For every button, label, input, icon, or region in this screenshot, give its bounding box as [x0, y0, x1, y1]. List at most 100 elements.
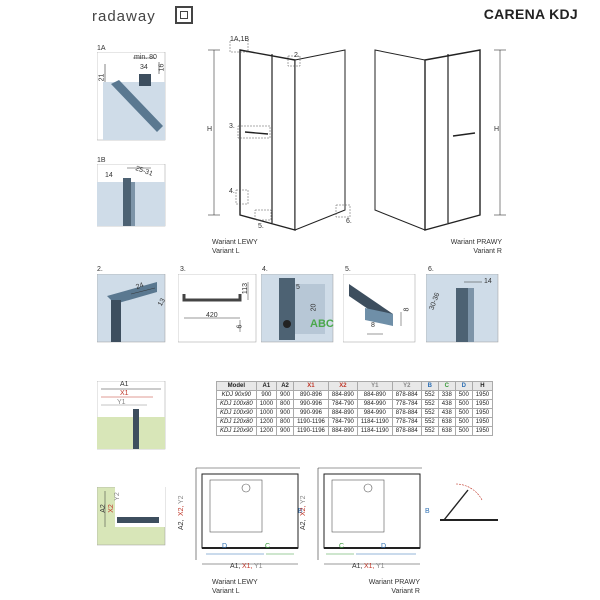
cell-model: KDJ 100x90: [216, 408, 257, 418]
plan-left-x1: X1,: [242, 563, 253, 570]
cell-d: 500: [454, 399, 473, 409]
table-row: KDJ 100x90 1000 900 990-996 884-890 984-…: [216, 408, 494, 418]
cell-c: 438: [437, 408, 456, 418]
cell-h: 1950: [471, 426, 494, 436]
cell-x1: 890-896: [293, 390, 329, 400]
cell-y1: 1184-1190: [356, 426, 393, 436]
small-dims-a2: A2: [99, 504, 107, 513]
plan-right-drawing: [317, 467, 422, 565]
cell-c: 638: [437, 426, 456, 436]
cell-model: KDJ 90x90: [216, 390, 257, 400]
cell-y2: 778-784: [391, 399, 422, 409]
plan-right-c: C: [339, 543, 345, 550]
cell-a1: 1200: [255, 426, 278, 436]
cell-model: KDJ 120x90: [216, 426, 257, 436]
detail-6-14: 14: [484, 278, 492, 285]
cell-c: 438: [437, 399, 456, 409]
header-c: C: [437, 381, 456, 391]
plan-left-drawing: [195, 467, 300, 565]
cell-model: KDJ 120x80: [216, 417, 257, 427]
main-right-caption-en: Variant R: [473, 248, 502, 255]
cell-y1: 984-990: [356, 399, 393, 409]
main-left-caption-pl: Wariant LEWY: [212, 239, 258, 246]
detail-1b-label: 1B: [97, 157, 106, 164]
left-height-label: H: [207, 126, 213, 133]
cell-a2: 900: [276, 426, 295, 436]
cell-h: 1950: [471, 408, 494, 418]
detail-5-8-side: 8: [403, 307, 411, 312]
table-row: KDJ 90x90 900 900 890-896 884-890 884-89…: [216, 390, 494, 400]
small-dims-a1: A1: [120, 381, 129, 388]
table-row: KDJ 100x80 1000 800 990-996 784-790 984-…: [216, 399, 494, 409]
header-y2: Y2: [391, 381, 422, 391]
cell-x1: 1190-1196: [293, 426, 329, 436]
cell-h: 1950: [471, 390, 494, 400]
detail-1b-drawing: [97, 164, 166, 227]
plan-right-x1: X1,: [364, 563, 375, 570]
plan-left-a2: A2,: [178, 519, 185, 530]
cell-a2: 800: [276, 399, 295, 409]
cell-d: 500: [454, 390, 473, 400]
spec-table: Model A1 A2 X1 X2 Y1 Y2 B C D H KDJ 90x9…: [216, 381, 494, 436]
main-right-caption-pl: Wariant PRAWY: [450, 239, 502, 246]
plan-right-caption-pl: Wariant PRAWY: [368, 579, 420, 586]
detail-3-drawing: [178, 274, 257, 343]
plan-right-b: B: [425, 508, 430, 515]
right-height-label: H: [494, 126, 500, 133]
header-a2: A2: [276, 381, 295, 391]
cell-y1: 884-890: [356, 390, 393, 400]
detail-1b-14: 14: [105, 172, 113, 179]
cell-model: KDJ 100x80: [216, 399, 257, 409]
door-swing-diagram: [440, 483, 498, 521]
detail-4-20: 20: [310, 303, 318, 312]
callout-4: 4.: [229, 188, 235, 195]
cell-x2: 884-890: [327, 390, 358, 400]
plan-right-d: D: [381, 543, 387, 550]
detail-2-label: 2.: [97, 266, 103, 273]
cell-d: 500: [454, 408, 473, 418]
cell-y2: 878-884: [391, 408, 422, 418]
cell-a1: 900: [255, 390, 278, 400]
callout-3: 3.: [229, 123, 235, 130]
small-dims-y1: Y1: [117, 399, 126, 406]
cell-c: 638: [437, 417, 456, 427]
cell-x2: 884-890: [327, 426, 358, 436]
detail-1a-21: 21: [98, 73, 106, 82]
detail-5-drawing: [343, 274, 416, 343]
small-dims-x1: X1: [120, 390, 129, 397]
header-d: D: [454, 381, 473, 391]
detail-4-label: 4.: [262, 266, 268, 273]
small-dims-x2: X2: [107, 504, 115, 513]
cell-y2: 878-884: [391, 426, 422, 436]
header-h: H: [471, 381, 494, 391]
plan-left-c: C: [265, 543, 271, 550]
cell-d: 500: [454, 417, 473, 427]
cell-y1: 1184-1190: [356, 417, 393, 427]
table-row: KDJ 120x90 1200 900 1190-1196 884-890 11…: [216, 426, 494, 436]
cell-x1: 990-996: [293, 408, 329, 418]
header-x2: X2: [327, 381, 358, 391]
cell-y2: 778-784: [391, 417, 422, 427]
plan-left-x2: X2,: [178, 505, 185, 516]
detail-5-8-bottom: 8: [371, 322, 375, 329]
plan-left-b: B: [298, 508, 303, 515]
detail-3-label: 3.: [180, 266, 186, 273]
header-model: Model: [216, 381, 257, 391]
detail-3-113: 113: [242, 282, 250, 295]
cell-a1: 1200: [255, 417, 278, 427]
spec-table-header-row: Model A1 A2 X1 X2 Y1 Y2 B C D H: [216, 381, 494, 391]
callout-6: 6.: [346, 218, 352, 225]
detail-6-drawing: [426, 274, 499, 343]
plan-right-a1: A1,: [352, 563, 363, 570]
brand-logo-mark: [175, 6, 193, 24]
cell-y1: 984-990: [356, 408, 393, 418]
header-a1: A1: [255, 381, 278, 391]
detail-6-label: 6.: [428, 266, 434, 273]
main-view-left-drawing: [208, 40, 351, 231]
cell-b: 552: [420, 417, 439, 427]
detail-1a-drawing: [97, 52, 166, 141]
detail-4-drawing: [261, 274, 334, 343]
watermark: ABC: [310, 318, 334, 330]
header-y1: Y1: [356, 381, 393, 391]
main-view-right-drawing: [374, 49, 506, 231]
